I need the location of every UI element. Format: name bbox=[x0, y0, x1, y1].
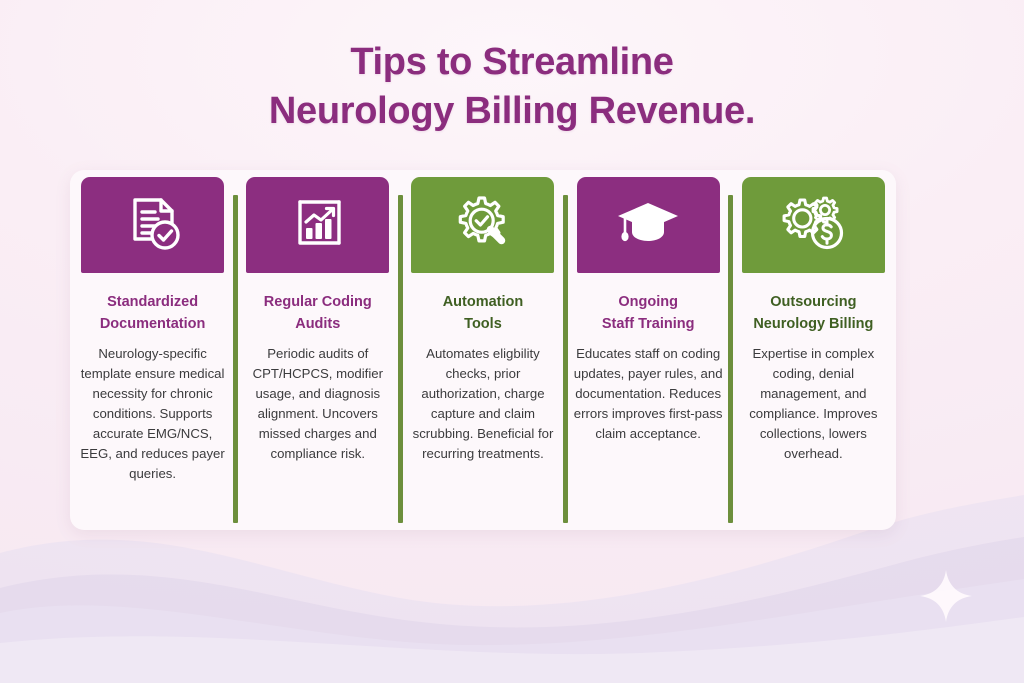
page-title: Tips to Streamline Neurology Billing Rev… bbox=[0, 38, 1024, 135]
bar-chart-growth-icon bbox=[298, 200, 341, 245]
card-title-line-2: Audits bbox=[295, 316, 341, 333]
tip-card-regular-coding-audits[interactable]: Regular Coding Audits Periodic audits of… bbox=[232, 170, 400, 530]
card-title: Ongoing Staff Training bbox=[572, 291, 724, 335]
card-icon-header bbox=[246, 177, 390, 273]
card-title: Automation Tools bbox=[407, 291, 559, 335]
card-title-line-2: Documentation bbox=[99, 316, 206, 333]
card-title-line-2: Staff Training bbox=[601, 316, 695, 333]
card-title-line-1: Outsourcing bbox=[770, 294, 857, 310]
gears-dollar-icon bbox=[782, 196, 844, 250]
tip-card-standardized-documentation[interactable]: Standardized Documentation Neurology-spe… bbox=[70, 170, 235, 530]
card-title: Regular Coding Audits bbox=[242, 291, 394, 335]
card-body-text: Expertise in complex coding, denial mana… bbox=[749, 346, 878, 462]
card-icon-header bbox=[411, 177, 555, 273]
card-body-text: Periodic audits of CPT/HCPCS, modifier u… bbox=[252, 346, 383, 462]
card-title-line-1: Regular Coding bbox=[263, 294, 372, 310]
four-point-sparkle-icon bbox=[920, 570, 972, 622]
title-line-1: Tips to Streamline bbox=[350, 41, 674, 83]
card-body-text: Automates eligbility checks, prior autho… bbox=[412, 346, 554, 462]
card-body-text: Educates staff on coding updates, payer … bbox=[573, 346, 723, 442]
card-title-line-1: Ongoing bbox=[618, 294, 678, 310]
tip-card-outsourcing-neurology-billing[interactable]: Outsourcing Neurology Billing Expertise … bbox=[728, 170, 896, 530]
card-body-text: Neurology-specific template ensure medic… bbox=[80, 346, 225, 482]
document-check-icon bbox=[132, 198, 180, 250]
card-icon-header bbox=[741, 177, 885, 273]
tip-card-ongoing-staff-training[interactable]: Ongoing Staff Training Educates staff on… bbox=[563, 170, 731, 530]
gear-magnifier-check-icon bbox=[458, 196, 506, 245]
card-title: Standardized Documentation bbox=[77, 291, 229, 335]
graduation-cap-icon bbox=[618, 203, 679, 242]
tips-card-panel: Standardized Documentation Neurology-spe… bbox=[70, 170, 896, 530]
card-title-line-2: Neurology Billing bbox=[753, 316, 874, 333]
card-title-line-1: Standardized bbox=[107, 294, 199, 310]
card-title-line-2: Tools bbox=[464, 316, 502, 333]
background-waves-decoration bbox=[0, 495, 1024, 683]
card-icon-header bbox=[81, 177, 225, 273]
card-title: Outsourcing Neurology Billing bbox=[737, 291, 889, 335]
card-title-line-1: Automation bbox=[442, 294, 524, 310]
tip-card-automation-tools[interactable]: Automation Tools Automates eligbility ch… bbox=[397, 170, 565, 530]
title-line-2: Neurology Billing Revenue. bbox=[268, 89, 756, 132]
card-icon-header bbox=[576, 177, 720, 273]
